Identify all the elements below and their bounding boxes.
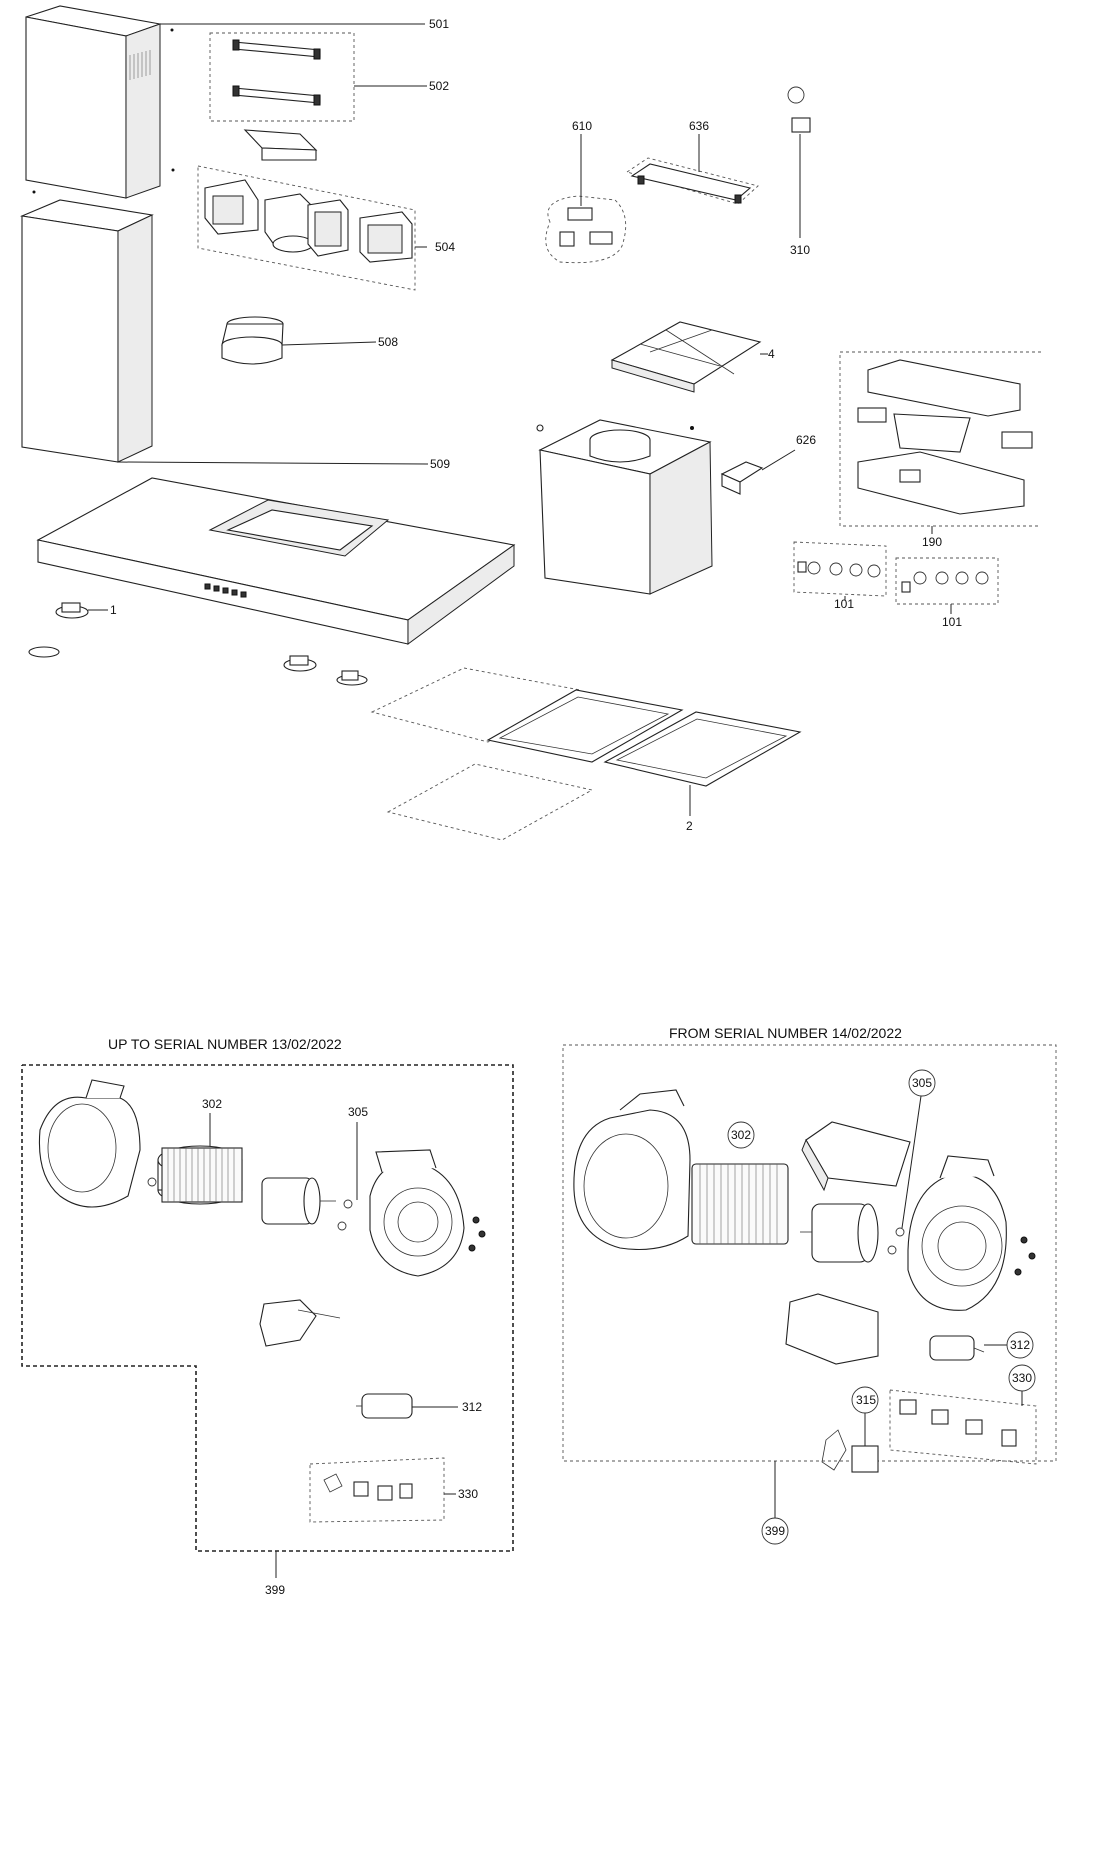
callout-502: 502: [429, 79, 449, 93]
callout-315-new: 315: [856, 1393, 876, 1407]
part-1-lamps: [28, 602, 368, 686]
part-508-flange: [221, 316, 284, 365]
callout-312-new: 312: [1010, 1338, 1030, 1352]
part-2-filters: [370, 667, 802, 841]
callout-509: 509: [430, 457, 450, 471]
part-330-new-switches: [889, 1389, 1037, 1465]
callout-1: 1: [110, 603, 117, 617]
callout-330-old: 330: [458, 1487, 478, 1501]
part-old-motor-plate: [369, 1149, 486, 1277]
part-305-old-screws: [337, 1199, 353, 1231]
callout-508: 508: [378, 335, 398, 349]
part-610-switch-group: [545, 195, 627, 264]
part-old-motor: [261, 1177, 336, 1225]
part-old-bracket: [259, 1299, 341, 1347]
part-hood-canopy: [36, 477, 516, 645]
part-502-brackets: [209, 32, 355, 122]
part-330-old-switches: [309, 1457, 445, 1523]
part-302-new-fan-housing: [573, 1089, 691, 1251]
part-new-motor-plate: [907, 1155, 1036, 1311]
callout-4: 4: [768, 347, 775, 361]
callout-101b: 101: [942, 615, 962, 629]
part-626-connector: [720, 461, 764, 495]
callout-504: 504: [435, 240, 455, 254]
part-312-old-capacitor: [356, 1393, 413, 1419]
part-302-new-impeller: [691, 1163, 789, 1245]
callout-101a: 101: [834, 597, 854, 611]
heading-from-serial: FROM SERIAL NUMBER 14/02/2022: [669, 1025, 902, 1041]
callout-330-new: 330: [1012, 1371, 1032, 1385]
callout-310: 310: [790, 243, 810, 257]
callout-399-new: 399: [765, 1524, 785, 1538]
callout-302-new: 302: [731, 1128, 751, 1142]
part-190-electronics: [839, 351, 1041, 527]
callout-399-old: 399: [265, 1583, 285, 1597]
part-504-adapters: [197, 129, 416, 291]
part-310-small-part: [787, 86, 811, 133]
frame-from-serial: [562, 1044, 1057, 1462]
callout-305-new: 305: [912, 1076, 932, 1090]
part-new-motor: [800, 1203, 879, 1263]
part-636-control-bar: [625, 157, 759, 205]
heading-up-to-serial: UP TO SERIAL NUMBER 13/02/2022: [108, 1036, 342, 1052]
callout-302-old: 302: [202, 1097, 222, 1111]
callout-501: 501: [429, 17, 449, 31]
callout-305-old: 305: [348, 1105, 368, 1119]
part-motor-housing: [536, 419, 713, 595]
part-315-new-switch: [821, 1429, 879, 1473]
callout-312-old: 312: [462, 1400, 482, 1414]
frame-up-to-serial: [21, 1064, 514, 1552]
part-312-new-capacitor: [929, 1335, 985, 1361]
control-buttons: [204, 583, 247, 598]
callout-190: 190: [922, 535, 942, 549]
callout-610: 610: [572, 119, 592, 133]
callout-626: 626: [796, 433, 816, 447]
part-new-cover-plate: [801, 1121, 911, 1192]
part-101-knob-panel-a: [793, 541, 887, 597]
part-new-scroll-cover: [785, 1293, 879, 1365]
callout-2: 2: [686, 819, 693, 833]
part-302-old-impeller: [147, 1145, 243, 1205]
part-501-upper-chimney: [25, 5, 175, 199]
part-101-knob-panel-b: [895, 557, 999, 605]
part-4-carbon-filter: [610, 321, 762, 393]
part-509-lower-chimney: [20, 199, 154, 463]
part-305-new-screws: [887, 1227, 905, 1255]
part-302-old-fan-housing: [38, 1079, 141, 1208]
callout-636: 636: [689, 119, 709, 133]
